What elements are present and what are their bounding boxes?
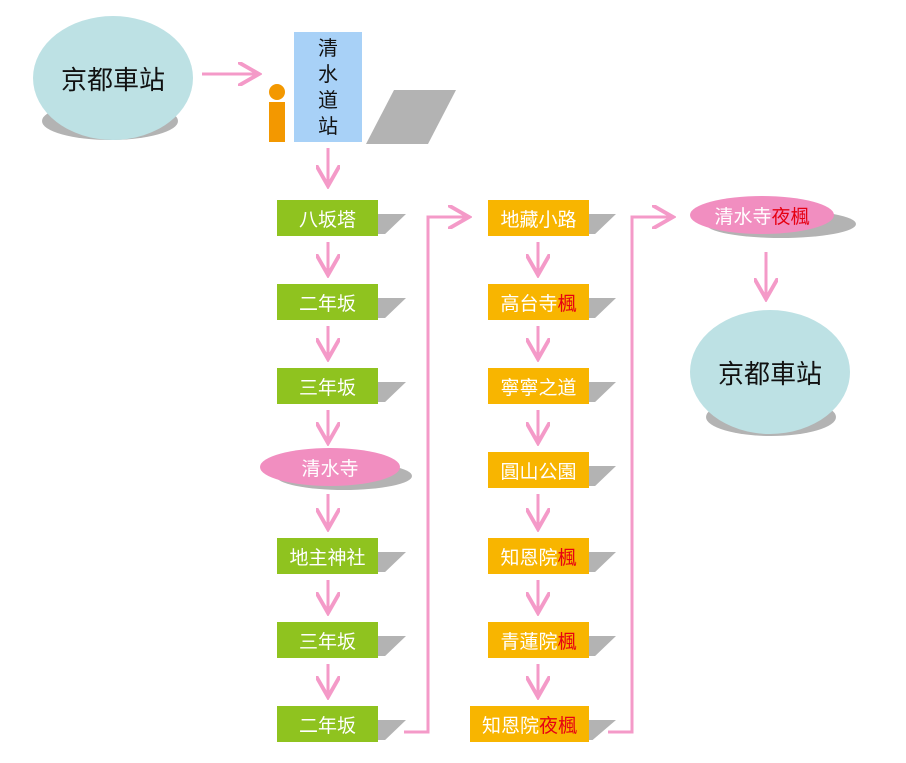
- end-station-label: 京都車站: [717, 359, 822, 390]
- info-icon-body: [269, 102, 285, 142]
- bus-stop-char: 水: [318, 62, 338, 86]
- route-stop-label: 二年坂: [298, 714, 356, 737]
- route-stop-label: 三年坂: [298, 376, 356, 399]
- route-stop-nene-no-michi: 寧寧之道: [488, 368, 589, 404]
- route-stop-yasaka-pagoda: 八坂塔: [277, 200, 378, 236]
- bus-stop-char: 道: [318, 88, 338, 112]
- route-stop-label: 高台寺: [500, 292, 558, 315]
- route-stop-chionin: 知恩院 楓: [488, 538, 589, 574]
- maple-tag: 楓: [557, 546, 577, 569]
- maple-tag: 楓: [557, 292, 577, 315]
- route-stop-label: 清水寺: [301, 457, 359, 480]
- bus-stop-shadow: [366, 90, 456, 144]
- route-stop-sannenzaka: 三年坂: [277, 622, 378, 658]
- bus-stop-char: 站: [318, 114, 338, 138]
- route-stop-jizo-koji: 地藏小路: [488, 200, 589, 236]
- route-stop-label: 知恩院: [481, 714, 539, 737]
- route-stop-label: 寧寧之道: [500, 376, 577, 399]
- route-stop-ninenzaka: 二年坂: [277, 706, 378, 742]
- route-stop-label: 青蓮院: [500, 630, 558, 653]
- route-stop-label: 八坂塔: [298, 208, 356, 231]
- arrow-connector: [608, 217, 670, 734]
- route-stop-label: 三年坂: [298, 630, 356, 653]
- route-stop-label: 地主神社: [289, 546, 366, 569]
- route-stop-sannenzaka: 三年坂: [277, 368, 378, 404]
- route-stop-maruyama-park: 圓山公園: [488, 452, 589, 488]
- route-stop-label: 清水寺: [714, 205, 772, 228]
- bus-stop-char: 清: [318, 36, 338, 60]
- route-stop-ninenzaka: 二年坂: [277, 284, 378, 320]
- route-stop-label: 地藏小路: [500, 208, 577, 231]
- maple-tag: 楓: [557, 630, 577, 653]
- info-icon-head: [269, 84, 285, 100]
- start-station: 京都車站: [33, 16, 193, 140]
- route-stop-kodaiji: 高台寺 楓: [488, 284, 589, 320]
- bus-stop-sign: 清 水 道 站: [294, 32, 362, 142]
- route-stop-kiyomizu-night: 清水寺 夜楓: [690, 196, 834, 234]
- route-stop-chionin-night: 知恩院 夜楓: [470, 706, 589, 742]
- start-station-label: 京都車站: [60, 65, 165, 96]
- maple-tag: 夜楓: [539, 714, 578, 737]
- route-stop-label: 二年坂: [298, 292, 356, 315]
- route-stop-shorenin: 青蓮院 楓: [488, 622, 589, 658]
- arrow-connector: [404, 217, 466, 734]
- end-station: 京都車站: [690, 310, 850, 434]
- route-stop-label: 圓山公園: [500, 460, 577, 483]
- route-stop-kiyomizu-temple: 清水寺: [260, 448, 400, 486]
- maple-tag: 夜楓: [771, 205, 810, 228]
- route-stop-jishu-shrine: 地主神社: [277, 538, 378, 574]
- route-stop-label: 知恩院: [500, 546, 558, 569]
